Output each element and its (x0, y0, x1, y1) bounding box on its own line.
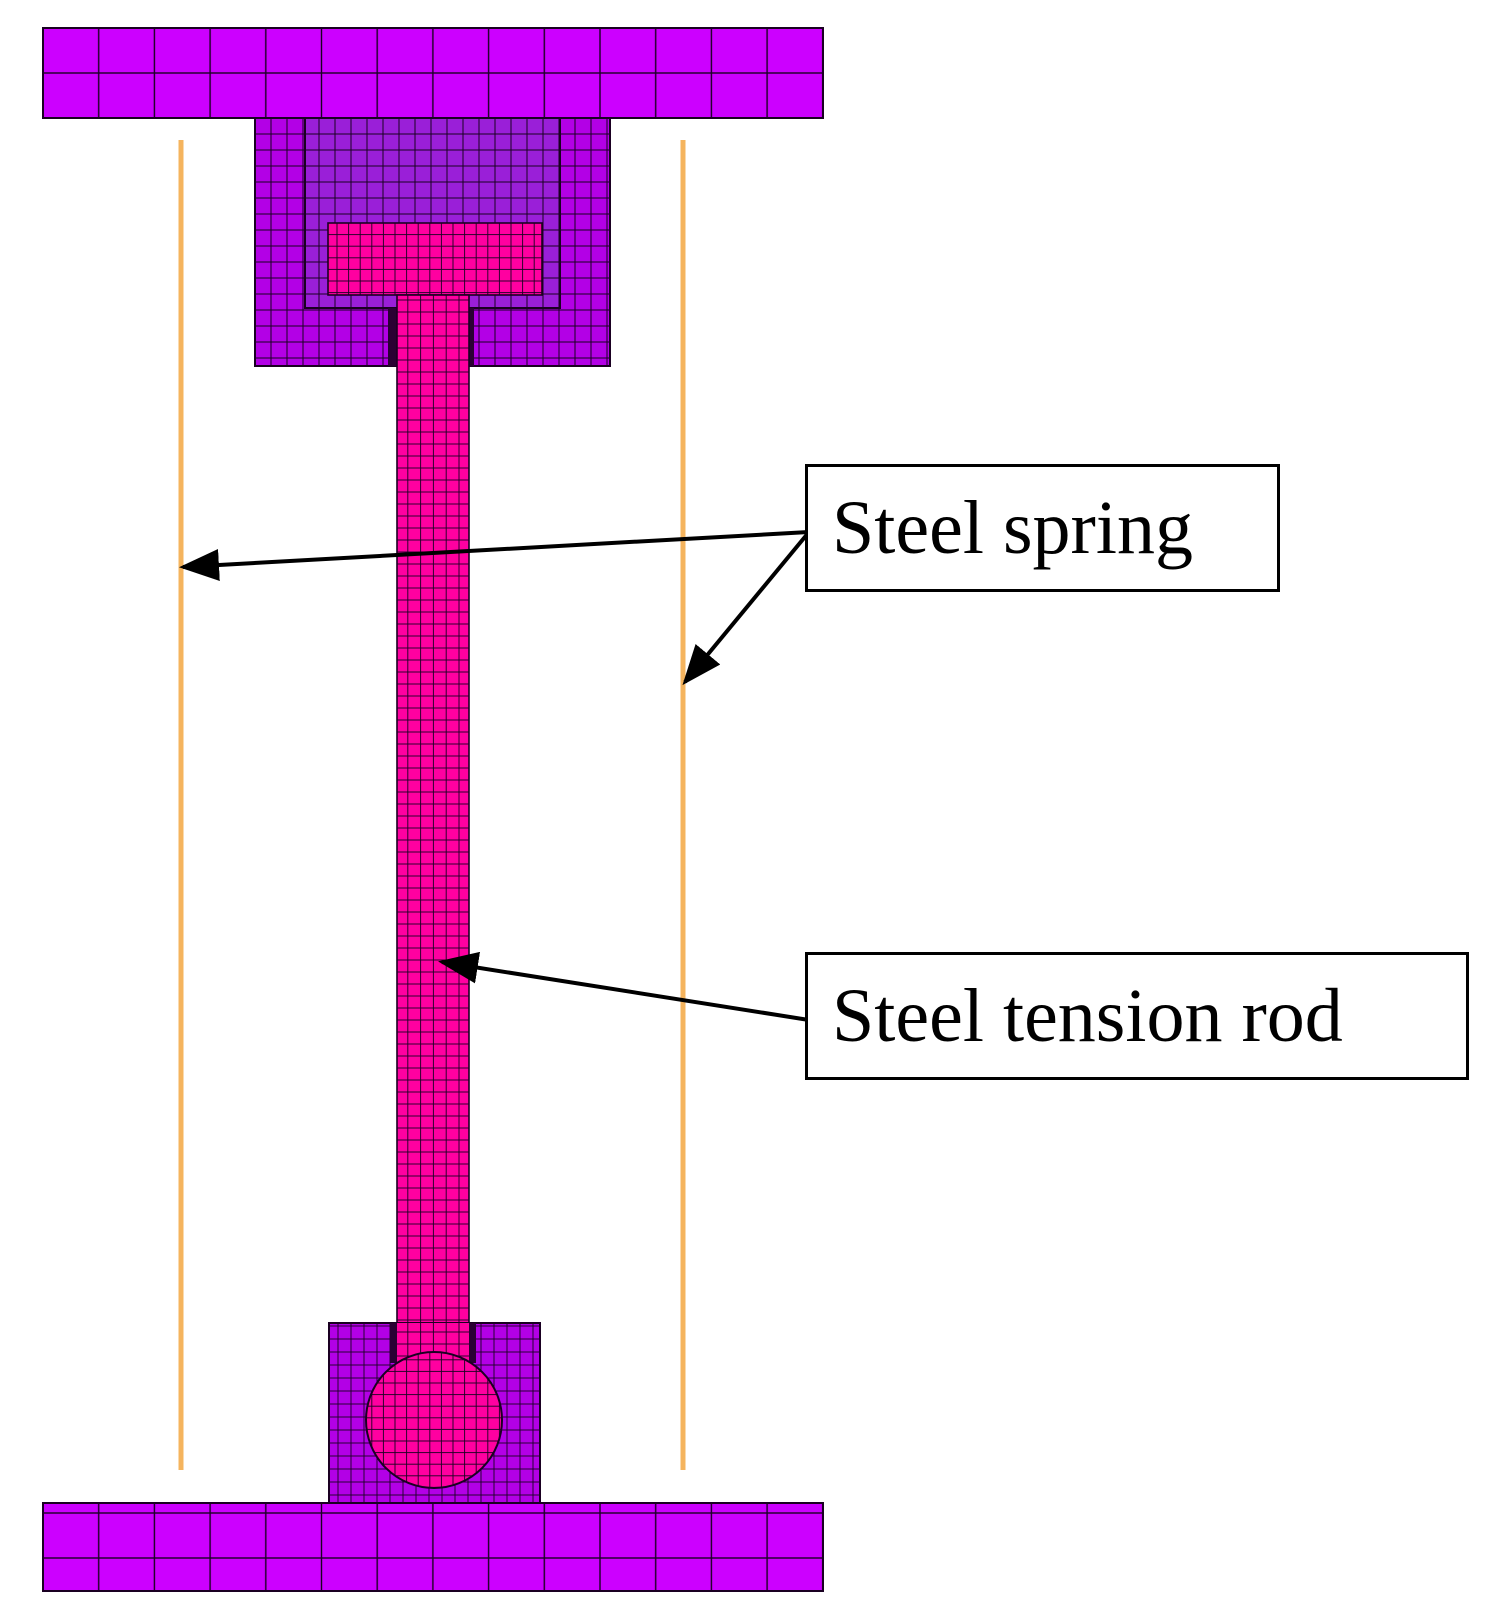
steel-spring-label: Steel spring (805, 464, 1280, 592)
spring-arrow-left (179, 530, 810, 581)
top-plate (42, 27, 824, 119)
steel-spring-label-text: Steel spring (832, 486, 1193, 570)
spring-arrow-right (682, 530, 811, 686)
steel-tension-rod-label-text: Steel tension rod (832, 974, 1343, 1058)
rod-head (327, 222, 543, 296)
rod-arrow (438, 951, 810, 1022)
tension-rod (396, 294, 470, 1376)
steel-tension-rod-label: Steel tension rod (805, 952, 1469, 1080)
ball-joint (365, 1351, 503, 1489)
bottom-plate (42, 1502, 824, 1592)
